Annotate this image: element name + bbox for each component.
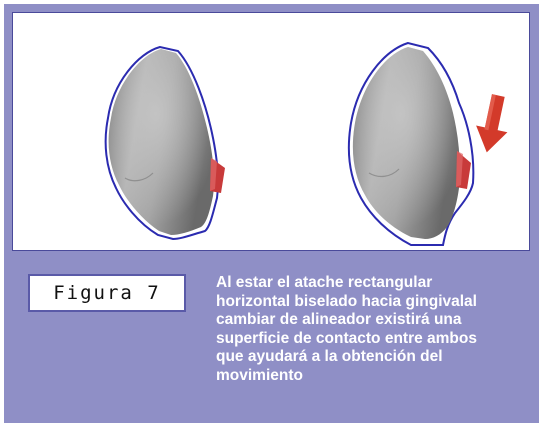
tooth-illustration — [104, 41, 508, 246]
down-arrow-icon — [476, 94, 508, 153]
figure-label: Figura 7 — [53, 282, 161, 304]
aligner-outline-left — [104, 45, 219, 241]
caption-line: movimiento — [216, 366, 303, 384]
caption-line: que ayudará a la obtención del — [216, 348, 443, 365]
figure-label-box: Figura 7 — [28, 274, 186, 312]
tooth-left-model — [104, 45, 225, 241]
caption-line: cambiar de alineador existirá una — [216, 311, 462, 328]
figure-image-panel — [12, 12, 530, 251]
caption-line: horizontal biselado hacia gingivalal — [216, 292, 477, 310]
caption-line: Al estar el atache rectangular — [216, 274, 433, 291]
aligner-outline-right — [347, 41, 475, 246]
caption-line: superficie de contacto entre ambos — [216, 329, 477, 347]
tooth-right-model — [347, 41, 475, 246]
figure-frame: Figura 7 Al estar el atache rectangular … — [4, 4, 539, 423]
figure-caption: Al estar el atache rectangular horizonta… — [216, 274, 534, 385]
